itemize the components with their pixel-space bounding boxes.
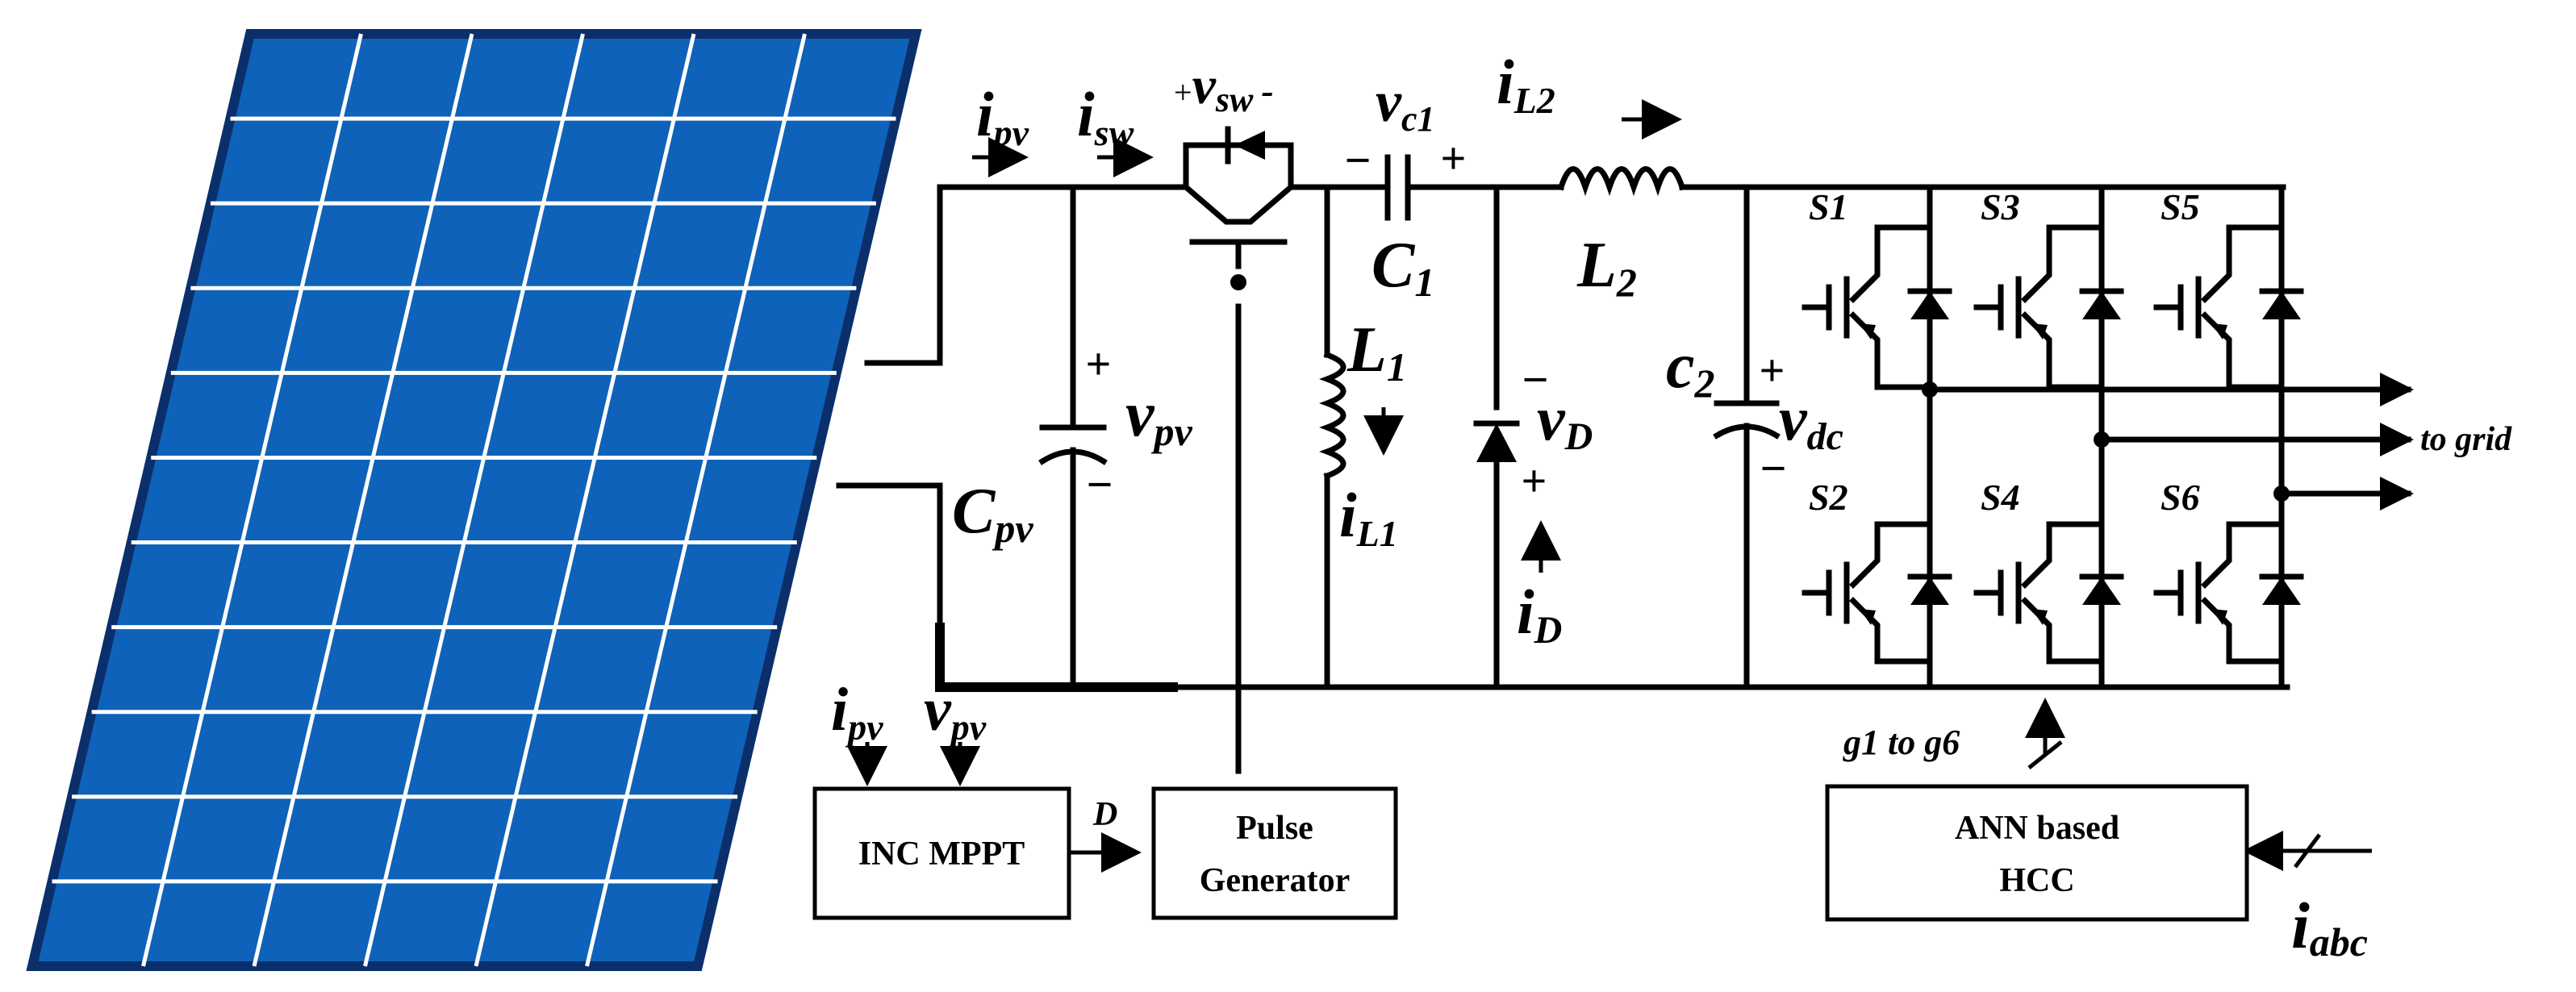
label-L2: L2 <box>1576 230 1637 305</box>
label-i-abc: iabc <box>2291 889 2368 965</box>
switch-label: S1 <box>1809 186 1848 227</box>
switch-label: S4 <box>1981 477 2020 518</box>
igbt-switch-s2: S2 <box>1802 477 1952 665</box>
panel-grid-line <box>474 33 696 967</box>
label-C1: C1 <box>1372 230 1434 305</box>
label-vdc-plus: + <box>1759 346 1785 396</box>
solar-panel-grid <box>52 33 896 967</box>
label-vdc-minus: − <box>1759 442 1787 494</box>
switch-label: S3 <box>1981 186 2020 227</box>
switch-label: S6 <box>2161 477 2200 518</box>
label-gate-signals: g1 to g6 <box>1843 723 1960 762</box>
mppt-block <box>812 786 1071 920</box>
label-i-sw: isw <box>1077 79 1134 153</box>
label-L1: L1 <box>1346 315 1407 390</box>
igbt-switch-s6: S6 <box>2153 477 2304 665</box>
control-blocks: INC MPPT Pulse Generator ANN based HCC <box>812 784 2249 922</box>
label-i-D: iD <box>1517 577 1562 652</box>
igbt-switch-s4: S4 <box>1973 477 2124 665</box>
circuit-wiring <box>836 126 2414 774</box>
ann-hcc-block <box>1825 784 2249 922</box>
pulse-label-line1: Pulse <box>1236 810 1313 847</box>
solar-panel <box>26 29 922 971</box>
label-v-dc: vdc <box>1779 383 1843 458</box>
label-v-c1: vc1 <box>1376 69 1435 139</box>
label-vpv-plus: + <box>1085 340 1111 390</box>
variable-labels: ipv isw +vsw- vc1 − + iL2 C1 L2 L1 iL1 C… <box>831 47 2512 965</box>
switch-label: S2 <box>1809 477 1848 518</box>
igbt-switch-s3: S3 <box>1973 186 2124 390</box>
label-v-D: vD <box>1537 383 1593 458</box>
label-i-pv: ipv <box>976 79 1029 153</box>
panel-grid-line <box>141 33 363 967</box>
panel-grid-line <box>363 33 585 967</box>
label-i-L1: iL1 <box>1339 480 1398 554</box>
panel-grid-line <box>585 33 807 967</box>
pulse-label-line2: Generator <box>1200 862 1351 899</box>
label-v-sw: +vsw- <box>1174 56 1274 119</box>
label-to-grid: to grid <box>2420 421 2512 458</box>
igbt-switch-s5: S5 <box>2153 186 2304 390</box>
label-v-pv-input: vpv <box>924 676 987 748</box>
label-i-pv-input: ipv <box>831 676 883 748</box>
label-v-pv: vpv <box>1125 379 1193 454</box>
label-Cpv: Cpv <box>952 476 1033 551</box>
igbt-switch-s1: S1 <box>1802 186 1952 390</box>
label-c1-minus: − <box>1343 134 1372 186</box>
label-vpv-minus: − <box>1085 458 1113 511</box>
label-vd-plus: + <box>1521 456 1547 506</box>
ann-label-line1: ANN based <box>1955 810 2119 847</box>
pulse-generator-block <box>1151 786 1398 920</box>
switch-label: S5 <box>2161 186 2200 227</box>
label-vd-minus: − <box>1521 353 1549 406</box>
current-arrows <box>847 99 2372 873</box>
panel-grid-line <box>252 33 474 967</box>
label-c2: c2 <box>1666 331 1715 406</box>
label-D: D <box>1092 796 1117 833</box>
mppt-label: INC MPPT <box>858 836 1025 873</box>
label-i-L2: iL2 <box>1497 47 1555 121</box>
ann-label-line2: HCC <box>1999 862 2074 899</box>
label-c1-plus: + <box>1440 134 1466 184</box>
